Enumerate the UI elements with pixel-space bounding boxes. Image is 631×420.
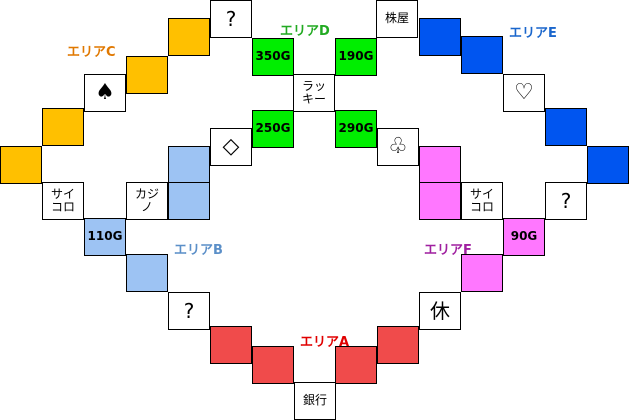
dice-line-1: サイ bbox=[469, 186, 494, 201]
area-d-label: エリアD bbox=[280, 24, 330, 39]
square-area-c[interactable] bbox=[42, 108, 84, 146]
casino-line-2: ノ bbox=[140, 200, 153, 214]
area-f-label: エリアF bbox=[424, 243, 472, 258]
club-icon: ♧ bbox=[388, 133, 408, 159]
price-label: 250G bbox=[255, 121, 291, 136]
area-c-label: エリアC bbox=[67, 45, 116, 60]
square-label: 株屋 bbox=[384, 11, 409, 26]
square-rest[interactable]: 休 bbox=[419, 292, 461, 330]
square-bank[interactable]: 銀行 bbox=[294, 382, 336, 420]
square-area-c[interactable] bbox=[0, 146, 42, 184]
square-area-d-350[interactable]: 350G bbox=[252, 38, 294, 76]
square-area-f[interactable] bbox=[419, 146, 461, 184]
bank-label: 銀行 bbox=[302, 393, 327, 408]
square-area-e[interactable] bbox=[461, 36, 503, 74]
square-heart[interactable]: ♡ bbox=[503, 74, 545, 112]
square-area-b[interactable] bbox=[126, 254, 168, 292]
square-area-b[interactable] bbox=[168, 182, 210, 220]
dice-text: サイ コロ bbox=[469, 186, 494, 214]
square-area-d-290[interactable]: 290G bbox=[335, 110, 377, 148]
rest-label: 休 bbox=[430, 299, 450, 323]
price-label: 190G bbox=[338, 49, 374, 64]
price-label: 110G bbox=[87, 229, 123, 244]
square-area-f[interactable] bbox=[419, 182, 461, 220]
area-b-label: エリアB bbox=[174, 243, 223, 258]
area-e-label: エリアE bbox=[509, 26, 557, 41]
casino-text: カジ ノ bbox=[134, 186, 159, 214]
square-area-e[interactable] bbox=[419, 18, 461, 56]
dice-line-1: サイ bbox=[50, 186, 75, 201]
square-area-f-90[interactable]: 90G bbox=[503, 218, 545, 256]
square-dice-right[interactable]: サイ コロ bbox=[461, 182, 503, 220]
square-question-right[interactable]: ? bbox=[545, 182, 587, 220]
price-label: 90G bbox=[510, 229, 538, 244]
square-area-a[interactable] bbox=[252, 346, 294, 384]
square-question-top[interactable]: ? bbox=[210, 0, 252, 38]
square-question-left[interactable]: ? bbox=[168, 292, 210, 330]
square-lucky[interactable]: ラッ キー bbox=[293, 74, 335, 112]
square-area-e[interactable] bbox=[545, 108, 587, 146]
casino-line-1: カジ bbox=[134, 186, 159, 201]
area-a-label: エリアA bbox=[300, 335, 350, 350]
square-club[interactable]: ♧ bbox=[377, 128, 419, 166]
square-area-e[interactable] bbox=[587, 146, 629, 184]
square-area-c[interactable] bbox=[168, 18, 210, 56]
heart-icon: ♡ bbox=[514, 79, 534, 105]
lucky-line-1: ラッ bbox=[301, 78, 326, 93]
diamond-icon: ◇ bbox=[222, 133, 240, 159]
question-mark: ? bbox=[183, 299, 195, 323]
price-label: 350G bbox=[255, 49, 291, 64]
square-dice-left[interactable]: サイ コロ bbox=[42, 182, 84, 220]
square-kabuya[interactable]: 株屋 bbox=[376, 0, 418, 38]
spade-icon: ♠ bbox=[95, 79, 115, 105]
square-area-b[interactable] bbox=[168, 146, 210, 184]
question-mark: ? bbox=[560, 189, 572, 213]
dice-line-2: コロ bbox=[50, 200, 75, 214]
price-label: 290G bbox=[338, 121, 374, 136]
dice-line-2: コロ bbox=[469, 200, 494, 214]
square-area-a[interactable] bbox=[377, 326, 419, 364]
lucky-text: ラッ キー bbox=[301, 78, 326, 106]
square-area-f[interactable] bbox=[461, 254, 503, 292]
square-area-c[interactable] bbox=[126, 56, 168, 94]
square-spade[interactable]: ♠ bbox=[84, 74, 126, 112]
lucky-line-2: キー bbox=[301, 92, 326, 106]
square-casino[interactable]: カジ ノ bbox=[126, 182, 168, 220]
square-area-b-110[interactable]: 110G bbox=[84, 218, 126, 256]
square-area-d-190[interactable]: 190G bbox=[335, 38, 377, 76]
square-area-d-250[interactable]: 250G bbox=[252, 110, 294, 148]
square-diamond[interactable]: ◇ bbox=[210, 128, 252, 166]
question-mark: ? bbox=[225, 7, 237, 31]
square-area-a[interactable] bbox=[210, 326, 252, 364]
square-area-a[interactable] bbox=[335, 346, 377, 384]
dice-text: サイ コロ bbox=[50, 186, 75, 214]
